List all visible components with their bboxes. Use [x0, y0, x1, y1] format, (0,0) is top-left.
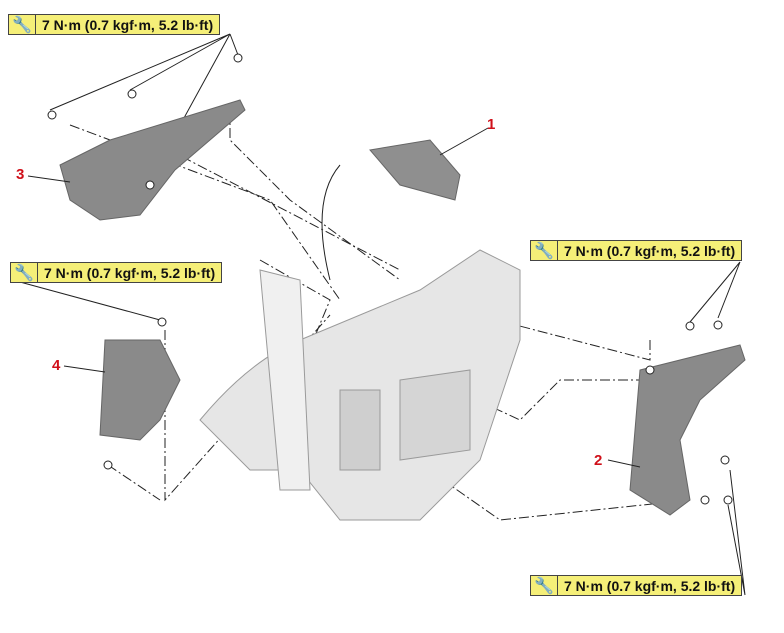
torque-spec-label-top-left: 🔧 7 N·m (0.7 kgf·m, 5.2 lb·ft)	[8, 14, 221, 35]
part-callout-4: 4	[52, 357, 61, 374]
part-callout-1: 1	[487, 116, 496, 133]
torque-spec-label-bottom-right: 🔧 7 N·m (0.7 kgf·m, 5.2 lb·ft)	[530, 575, 743, 596]
torque-spec-text: 7 N·m (0.7 kgf·m, 5.2 lb·ft)	[564, 577, 736, 594]
torque-spec-label-mid-left: 🔧 7 N·m (0.7 kgf·m, 5.2 lb·ft)	[10, 262, 223, 283]
torque-spec-text: 7 N·m (0.7 kgf·m, 5.2 lb·ft)	[564, 242, 736, 259]
torque-wrench-icon: 🔧	[531, 576, 558, 595]
leader-lines-top	[49, 33, 239, 181]
torque-wrench-icon: 🔧	[531, 241, 558, 260]
part-1-cover	[369, 139, 461, 201]
bolts	[47, 53, 733, 505]
part-callout-2: 2	[594, 452, 603, 469]
torque-spec-text: 7 N·m (0.7 kgf·m, 5.2 lb·ft)	[42, 16, 214, 33]
torque-spec-text: 7 N·m (0.7 kgf·m, 5.2 lb·ft)	[44, 264, 216, 281]
torque-spec-label-right: 🔧 7 N·m (0.7 kgf·m, 5.2 lb·ft)	[530, 240, 743, 261]
leader-lines-bottom	[727, 469, 746, 596]
torque-wrench-icon: 🔧	[9, 15, 36, 34]
torque-wrench-icon: 🔧	[11, 263, 38, 282]
leader-lines-right	[689, 261, 741, 323]
part-2-side-cover	[629, 344, 746, 516]
part-4-cover	[99, 339, 181, 441]
leader-line-left	[19, 281, 161, 321]
part-3-side-cover	[59, 99, 246, 221]
motorcycle-frame	[199, 249, 521, 521]
part-callout-3: 3	[16, 166, 25, 183]
